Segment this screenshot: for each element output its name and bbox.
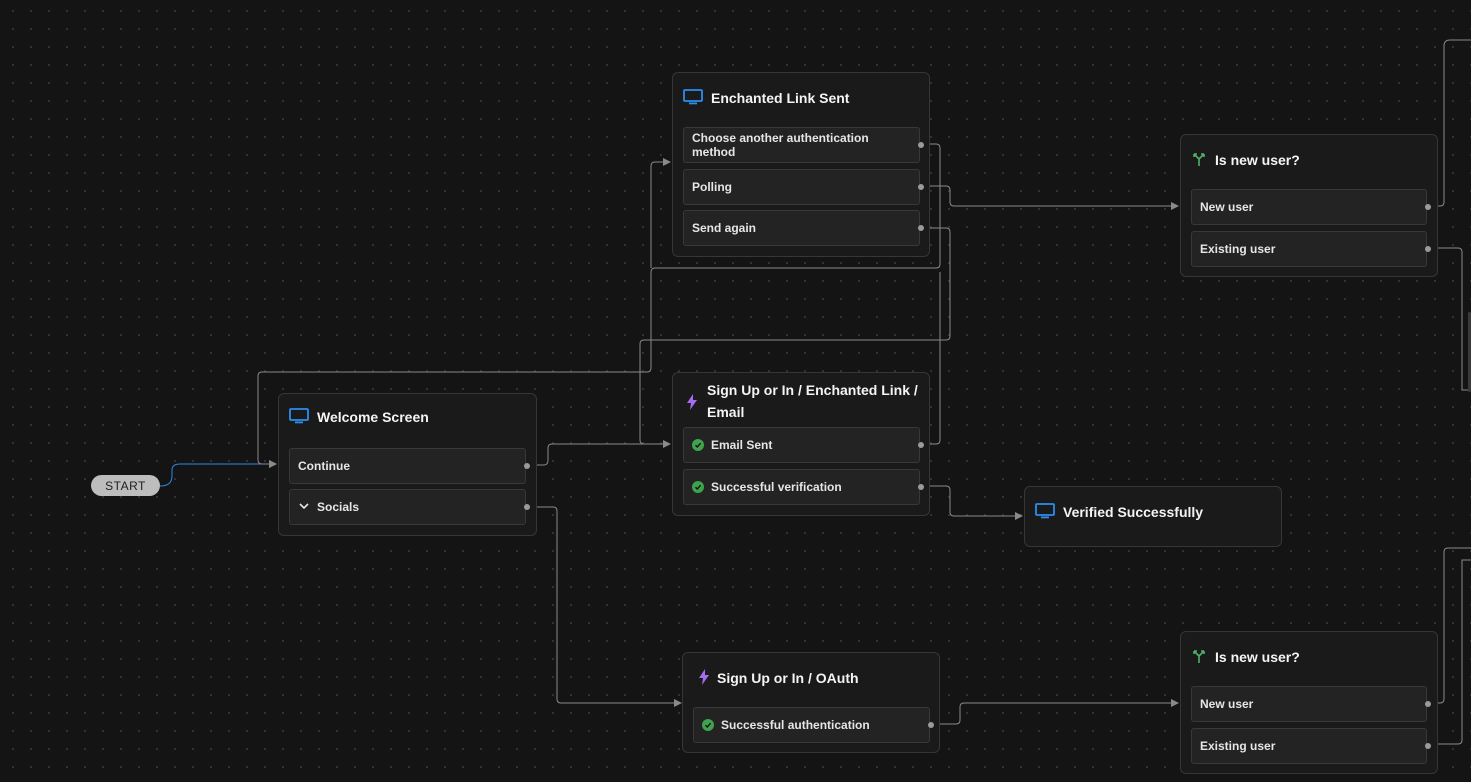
output-port[interactable] [918,142,924,148]
welcome-screen-node[interactable]: Welcome Screen Continue Socials [278,393,537,536]
output-port[interactable] [918,442,924,448]
branch-icon [1191,648,1207,667]
output-port[interactable] [1425,204,1431,210]
monitor-icon [1035,502,1055,522]
row-label: Existing user [1200,242,1276,256]
output-port[interactable] [918,484,924,490]
node-title: Welcome Screen [317,409,429,425]
output-port[interactable] [1425,246,1431,252]
enchanted-link-sent-node[interactable]: Enchanted Link Sent Choose another authe… [672,72,930,257]
node-title-line2: Email [707,404,745,420]
send-again-output[interactable]: Send again [683,210,924,246]
output-port[interactable] [524,463,530,469]
output-port[interactable] [1425,743,1431,749]
new-user-output[interactable]: New user [1191,189,1431,225]
row-label: Polling [692,180,732,194]
successful-authentication-output[interactable]: Successful authentication [693,707,934,743]
node-title: Verified Successfully [1063,504,1204,520]
check-circle-icon [692,439,704,451]
wire-continue-signup-link [524,440,671,466]
output-port[interactable] [1425,701,1431,707]
is-new-user-node-top[interactable]: Is new user? New user Existing user [1180,134,1438,277]
new-user-output[interactable]: New user [1191,686,1431,722]
wire-into-link-sent [650,158,671,268]
wire-oauth-is-new-user [928,699,1179,725]
is-new-user-node-bottom[interactable]: Is new user? New user Existing user [1180,631,1438,774]
monitor-icon [289,407,309,427]
row-label: Successful authentication [721,718,870,732]
existing-user-output[interactable]: Existing user [1191,728,1431,764]
branch-icon [1191,151,1207,170]
monitor-icon [683,88,703,108]
chevron-down-icon[interactable] [298,500,310,515]
node-title: Is new user? [1215,649,1300,665]
signup-oauth-node[interactable]: Sign Up or In / OAuth Successful authent… [682,652,940,753]
lightning-icon [687,379,697,427]
wire-socials-oauth [524,506,682,707]
row-label: New user [1200,697,1254,711]
email-sent-output[interactable]: Email Sent [683,427,924,463]
row-label: Choose another authentication method [692,131,869,159]
output-port[interactable] [928,722,934,728]
row-label: New user [1200,200,1254,214]
node-title: Is new user? [1215,152,1300,168]
start-label: START [105,478,146,493]
socials-output[interactable]: Socials [289,489,530,525]
row-label: Send again [692,221,757,235]
output-port[interactable] [918,225,924,231]
row-label: Email Sent [711,438,773,452]
polling-output[interactable]: Polling [683,169,924,205]
start-node[interactable]: START [91,475,160,496]
check-circle-icon [692,481,704,493]
wire-polling-is-new-user [918,185,1179,210]
output-port[interactable] [524,504,530,510]
output-port[interactable] [918,184,924,190]
row-label: Continue [298,459,350,473]
node-title: Enchanted Link Sent [711,90,850,106]
signup-enchanted-link-node[interactable]: Sign Up or In / Enchanted Link / Email E… [672,372,930,516]
node-title-line1: Sign Up or In / Enchanted Link / [707,382,918,398]
row-label: Socials [317,500,360,514]
wire-start-welcome [159,460,277,487]
choose-another-method-output[interactable]: Choose another authentication method [683,127,924,163]
successful-verification-output[interactable]: Successful verification [683,469,924,505]
row-label: Existing user [1200,739,1276,753]
row-label: Successful verification [711,480,842,494]
lightning-icon [699,668,709,688]
verified-successfully-node[interactable]: Verified Successfully [1024,486,1282,547]
wire-verification-verified [918,485,1023,520]
continue-output[interactable]: Continue [289,448,530,484]
check-circle-icon [702,719,714,731]
node-title: Sign Up or In / OAuth [717,670,859,686]
existing-user-output[interactable]: Existing user [1191,231,1431,267]
